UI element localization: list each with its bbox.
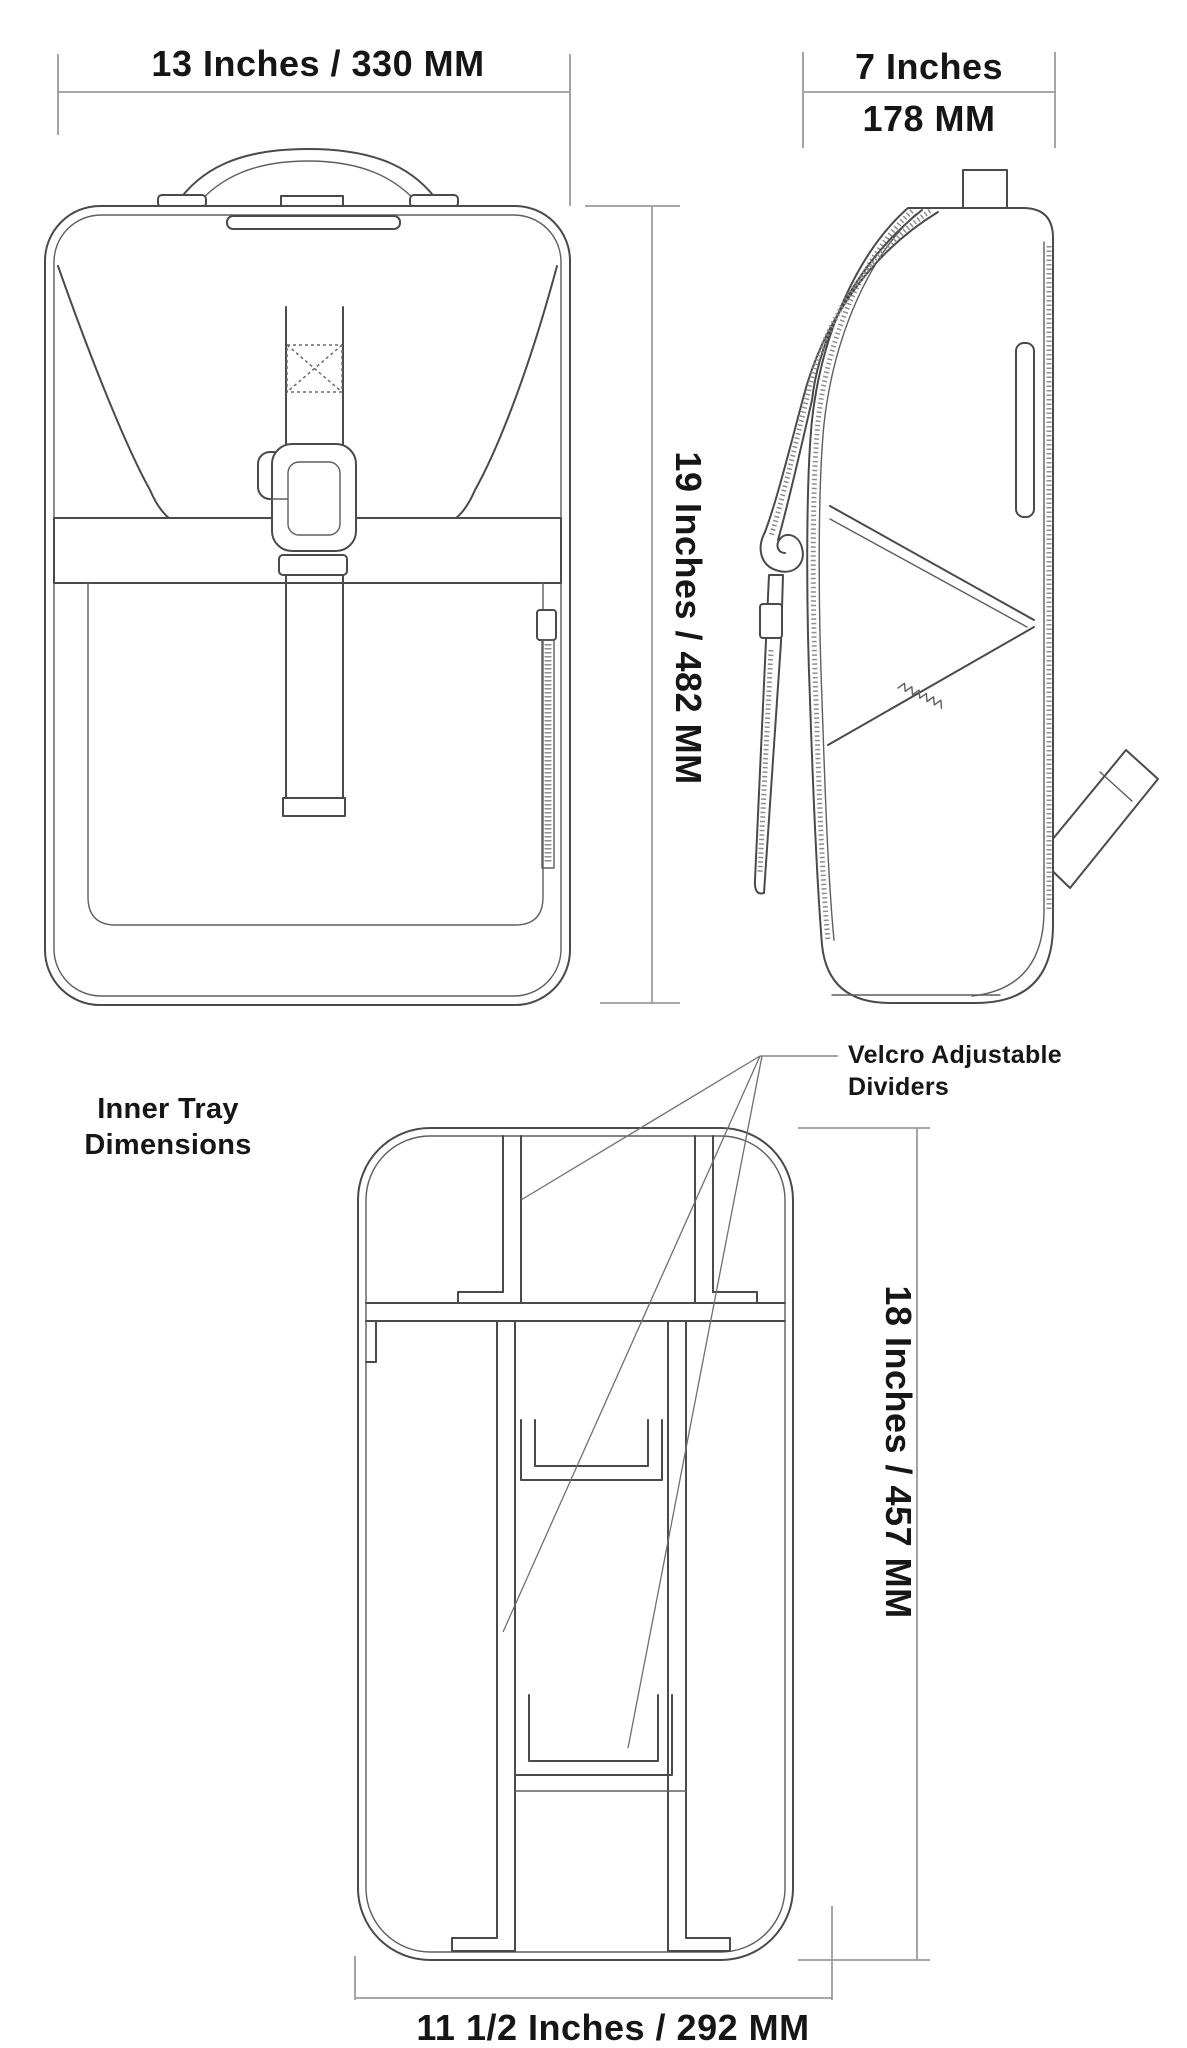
x-box-stitching	[286, 344, 343, 393]
tray-channel-lower	[514, 1694, 673, 1776]
front-width-dimension: 13 Inches / 330 MM	[57, 43, 571, 206]
tray-divider-horizontal	[365, 1302, 786, 1363]
side-depth-dimension: 7 Inches 178 MM	[802, 46, 1056, 148]
tray-channel-upper	[520, 1419, 663, 1481]
tray-inner-line	[365, 1135, 786, 1953]
side-depth-label-mm: 178 MM	[862, 98, 995, 139]
front-lower-panel	[87, 582, 544, 926]
front-width-label: 13 Inches / 330 MM	[151, 43, 484, 84]
velcro-annotation-line2: Dividers	[848, 1073, 949, 1101]
side-back-slot	[1015, 342, 1035, 518]
tray-width-label: 11 1/2 Inches / 292 MM	[416, 2007, 809, 2048]
front-body-outline	[44, 205, 571, 1006]
side-view-drawing	[753, 169, 1159, 1004]
shoulder-strap	[753, 208, 939, 895]
front-view-drawing	[44, 148, 571, 1006]
inner-tray-title-line1: Inner Tray	[97, 1093, 239, 1125]
tray-view-drawing	[357, 1055, 838, 1961]
strap-keeper	[278, 554, 348, 576]
strap-tail-tab	[759, 603, 783, 639]
top-handle	[157, 148, 459, 208]
tray-outline	[357, 1127, 794, 1961]
front-zipper	[536, 609, 557, 869]
divider-leader-lines	[502, 1055, 838, 1749]
strap-spiral-curl	[759, 531, 804, 573]
side-handle-tab	[962, 169, 1008, 209]
inner-tray-title: Inner Tray Dimensions	[84, 1093, 251, 1161]
tray-divider-lower-right	[667, 1320, 731, 1952]
front-buckle	[257, 443, 357, 552]
tray-height-dimension: 18 Inches / 457 MM	[798, 1127, 930, 1961]
velcro-annotation: Velcro Adjustable Dividers	[848, 1041, 1062, 1101]
side-body-outline	[806, 207, 1054, 1004]
tray-width-dimension: 11 1/2 Inches / 292 MM	[354, 1906, 833, 2048]
inner-tray-title-line2: Dimensions	[84, 1129, 251, 1161]
front-strap-upper	[285, 306, 344, 445]
strap-tail	[753, 574, 784, 895]
side-diagonal-strap	[1037, 749, 1159, 889]
front-strap-lower	[282, 574, 346, 817]
tray-divider-lower-left	[451, 1320, 516, 1952]
flap-slot	[226, 215, 401, 230]
side-flap-opening	[827, 505, 1035, 746]
front-height-dimension: 19 Inches / 482 MM	[585, 205, 709, 1004]
side-depth-label-inches: 7 Inches	[855, 46, 1003, 87]
zigzag-stitching	[897, 682, 943, 709]
velcro-annotation-line1: Velcro Adjustable	[848, 1041, 1062, 1069]
tray-height-label: 18 Inches / 457 MM	[878, 1285, 919, 1618]
front-height-label: 19 Inches / 482 MM	[668, 451, 709, 784]
